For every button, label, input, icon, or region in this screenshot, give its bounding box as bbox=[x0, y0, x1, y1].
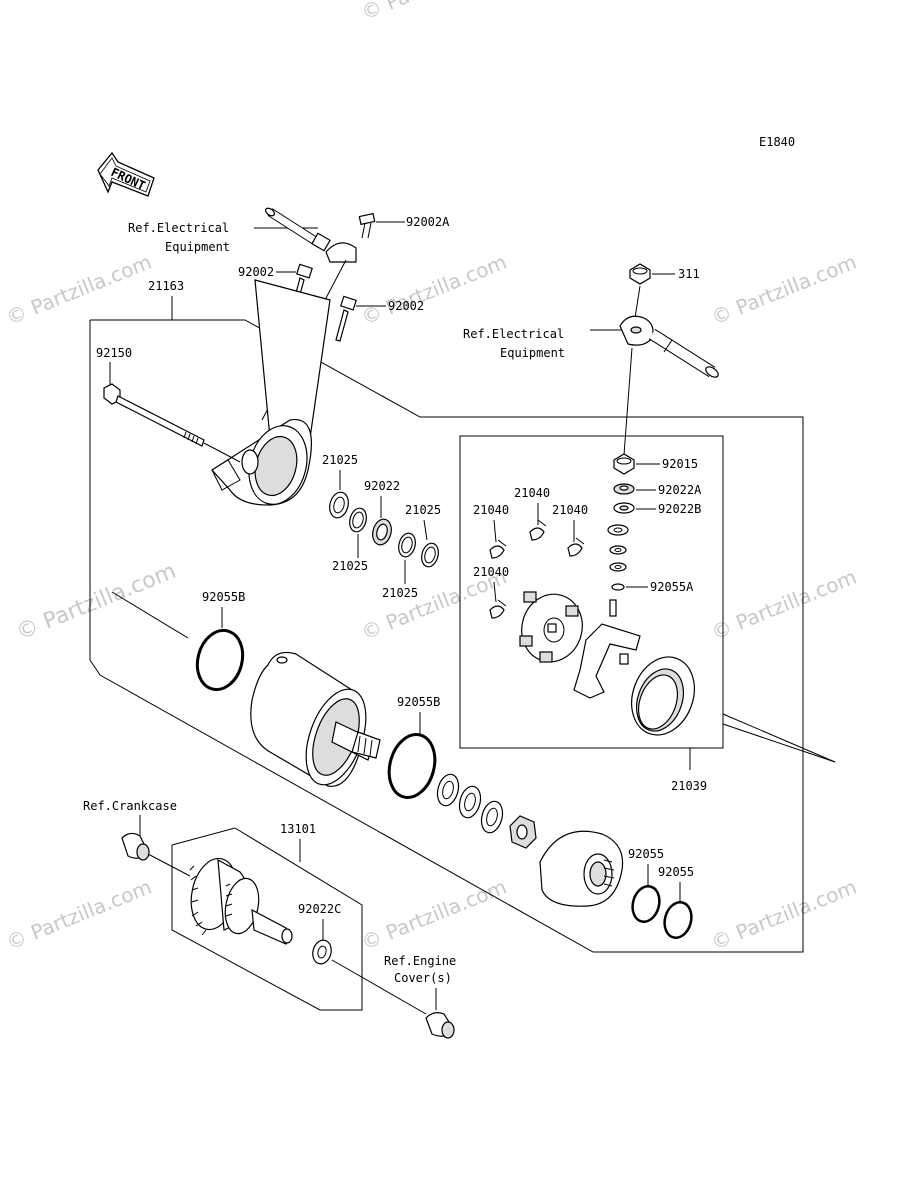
brush-spring bbox=[489, 599, 507, 619]
part-number: 21163 bbox=[148, 279, 184, 293]
o-ring-92055B bbox=[195, 628, 245, 692]
part-number: 92002A bbox=[406, 215, 450, 229]
leader-line bbox=[493, 581, 497, 603]
brush-spring bbox=[567, 537, 585, 557]
long-bolt-92150 bbox=[103, 383, 205, 447]
leader-line bbox=[722, 713, 836, 763]
end-cover-21163 bbox=[211, 279, 331, 506]
ref-engine-cover-label: Ref.Engine bbox=[384, 954, 456, 968]
watermark: © Partzilla.com bbox=[358, 250, 510, 330]
part-number: 21025 bbox=[322, 453, 358, 467]
watermark: © Partzilla.com bbox=[708, 250, 860, 330]
brush-plate bbox=[519, 591, 583, 663]
leader-line bbox=[111, 591, 189, 639]
part-number: 92015 bbox=[662, 457, 698, 471]
part-number: 92055 bbox=[658, 865, 694, 879]
part-number: 21025 bbox=[405, 503, 441, 517]
engine-cover-bushing bbox=[425, 1012, 455, 1039]
thrust-washers bbox=[436, 773, 537, 849]
part-number: 92002 bbox=[238, 265, 274, 279]
brush-spring bbox=[489, 539, 507, 559]
part-number: 92022 bbox=[364, 479, 400, 493]
part-number: 21040 bbox=[473, 565, 509, 579]
watermark: © Partzilla.com bbox=[708, 565, 860, 645]
part-number: 92055A bbox=[650, 580, 694, 594]
starter-idle-gear-13101 bbox=[189, 857, 293, 945]
washer-92022B bbox=[613, 502, 635, 514]
washer-92022A bbox=[613, 483, 635, 495]
part-number: 92055B bbox=[202, 590, 245, 604]
part-number: 92002 bbox=[388, 299, 424, 313]
leader-line bbox=[147, 853, 191, 877]
part-number: 21039 bbox=[671, 779, 707, 793]
starter-cable-terminal bbox=[619, 315, 719, 378]
nut-92015 bbox=[613, 453, 635, 475]
front-cover bbox=[539, 830, 624, 907]
washer-92022C bbox=[312, 939, 332, 965]
assembly-outline bbox=[89, 319, 804, 953]
ref-crankcase-label: Ref.Crankcase bbox=[83, 799, 177, 813]
insulator-stack bbox=[607, 524, 629, 572]
part-number: 92150 bbox=[96, 346, 132, 360]
part-number: 92055B bbox=[397, 695, 440, 709]
starter-yoke bbox=[250, 651, 381, 787]
o-ring-92055 bbox=[663, 901, 693, 939]
part-number: 21040 bbox=[552, 503, 588, 517]
brush-holder-box bbox=[459, 435, 724, 749]
o-ring-92055B bbox=[387, 733, 437, 799]
watermark: © Partzilla.com bbox=[3, 250, 155, 330]
part-number: 92055 bbox=[628, 847, 664, 861]
part-number: 13101 bbox=[280, 822, 316, 836]
brush-holder-bracket bbox=[573, 599, 641, 699]
watermark: © Partzilla.com bbox=[3, 875, 155, 955]
leader-line bbox=[331, 959, 427, 1015]
leader-line bbox=[423, 519, 428, 541]
watermark: © Partzilla.com bbox=[708, 875, 860, 955]
o-ring-92055 bbox=[631, 885, 661, 923]
watermark: © Partzilla.com bbox=[358, 875, 510, 955]
leader-line bbox=[722, 723, 836, 763]
nut-311 bbox=[629, 263, 651, 285]
crankcase-bushing bbox=[121, 832, 150, 861]
leader-line bbox=[623, 347, 633, 456]
leader-line bbox=[493, 519, 497, 543]
bolt-92002-right bbox=[335, 295, 357, 342]
part-number: 311 bbox=[678, 267, 700, 281]
front-arrow-icon: FRONT bbox=[97, 151, 155, 197]
part-number: 21040 bbox=[514, 486, 550, 500]
gear-group-outline bbox=[171, 827, 363, 1011]
leader-line bbox=[634, 285, 641, 319]
washer-92022C-hole bbox=[317, 945, 327, 959]
watermark: © Partzilla.com bbox=[13, 559, 180, 646]
diagram-code: E1840 bbox=[759, 135, 795, 149]
part-number: 92022B bbox=[658, 502, 701, 516]
part-number: 21025 bbox=[332, 559, 368, 573]
ref-engine-cover-label: Cover(s) bbox=[394, 971, 452, 985]
ref-electrical-label: Equipment bbox=[500, 346, 565, 360]
part-number: 21025 bbox=[382, 586, 418, 600]
brush-spring bbox=[529, 519, 547, 541]
watermark: © Partzilla.com bbox=[358, 0, 510, 25]
bolt-92002A bbox=[358, 212, 376, 239]
brush-holder-ring bbox=[631, 656, 695, 736]
part-number: 92022C bbox=[298, 902, 341, 916]
part-number: 21040 bbox=[473, 503, 509, 517]
leader-line bbox=[203, 442, 241, 463]
starter-cable bbox=[264, 207, 357, 263]
part-number: 92022A bbox=[658, 483, 702, 497]
ref-electrical-label: Ref.Electrical bbox=[463, 327, 564, 341]
o-ring-92055A bbox=[611, 583, 625, 591]
washer-stack-end bbox=[329, 491, 439, 568]
ref-electrical-label: Equipment bbox=[165, 240, 230, 254]
ref-electrical-label: Ref.Electrical bbox=[128, 221, 229, 235]
